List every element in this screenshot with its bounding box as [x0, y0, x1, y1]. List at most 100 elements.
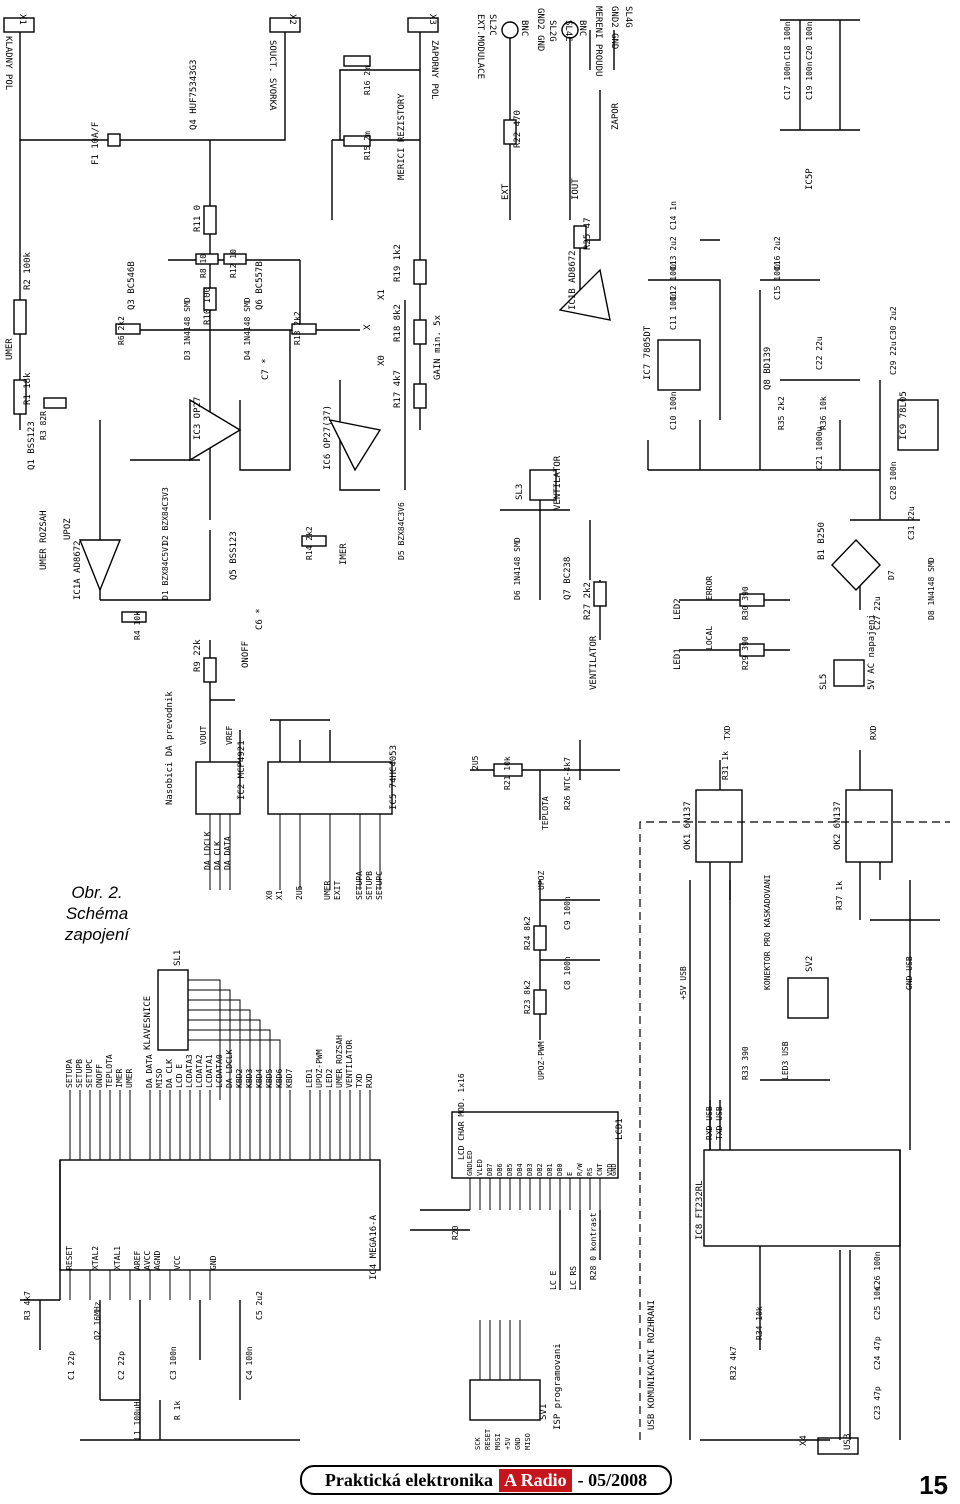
- mcu-net-27: VENTILATOR: [345, 1040, 354, 1088]
- r28-label: R28 0 kontrast: [589, 1212, 598, 1280]
- lcd-pin-8: DB2: [536, 1163, 544, 1176]
- mcu-net-29: RXD: [365, 1073, 374, 1088]
- mcu-pin-avcc: AVCC: [143, 1251, 152, 1270]
- x2-name: SOUCT. SVORKA: [267, 40, 277, 111]
- q5-label: Q5 BSS123: [229, 531, 239, 580]
- c28-label: C28 100n: [889, 461, 898, 500]
- keyboard-label: KLAVESNICE: [143, 996, 153, 1050]
- mcu-net-3: SETUPC: [85, 1059, 94, 1088]
- dac-mux: Nasobici DA prevodnik IC2 MCP4921 VOUT V…: [165, 691, 399, 900]
- lcd-pin-7: DB3: [526, 1163, 534, 1176]
- c29-label: C29 22u: [889, 341, 898, 375]
- mcu-net-labels: SETUPA SETUPB SETUPC ONOFF TEPLOTA IMER …: [65, 1035, 374, 1088]
- c17-label: C17 100n: [783, 61, 792, 100]
- mcu-net-15: LCDATA0: [215, 1054, 224, 1088]
- umer-label: UMER: [5, 338, 15, 360]
- mcu-net-10: DA CLK: [165, 1059, 174, 1088]
- d4-label: D4 1N4148 SMD: [243, 297, 252, 360]
- upoz-pwm-label: UPOZ-PWM: [537, 1041, 546, 1080]
- c6-label: C6 *: [255, 608, 265, 630]
- led3-label: LED3 USB: [781, 1041, 790, 1080]
- lcd-pin-10: DB0: [556, 1163, 564, 1176]
- c30-label: C30 2u2: [889, 306, 898, 340]
- c5-label: C5 2u2: [255, 1291, 264, 1320]
- lcd-pin-14: CNT: [596, 1163, 604, 1176]
- x1-net-label: X1: [377, 289, 387, 300]
- dac-pin-1: DA LDCLK: [203, 831, 212, 870]
- usb-net-1: +5V USB: [679, 966, 688, 1000]
- d6-label: D6 1N4148 SMD: [513, 537, 522, 600]
- lcd-pin-2: VLED: [476, 1159, 484, 1176]
- isp-pin-6: MISO: [524, 1433, 532, 1450]
- x3-label: X3: [427, 14, 437, 25]
- r11-label: R11 0: [193, 205, 203, 232]
- r32-label: R32 4k7: [729, 1346, 738, 1380]
- c21-label: C21 1000u: [815, 426, 824, 470]
- c2-label: C2 22p: [117, 1351, 126, 1380]
- lcd-pin-4: DB6: [496, 1163, 504, 1176]
- r26-label: R26 NTC-4k7: [563, 757, 572, 810]
- mcu-pin-xtal1: XTAL1: [113, 1246, 122, 1270]
- figure-caption: Obr. 2. Schéma zapojení: [42, 882, 152, 945]
- filter-section: R24 8k2 R23 8k2 C9 100n C8 100n UPOZ UPO…: [523, 871, 600, 1080]
- lcd-pin-16: GND: [610, 1163, 618, 1176]
- r23-label: R23 8k2: [523, 980, 532, 1014]
- lcd-pin-15: VDD: [606, 1163, 614, 1176]
- lcd-pin-6: DB4: [516, 1163, 524, 1176]
- f1-label: F1 10A/F: [91, 122, 101, 165]
- teplota-label: TEPLOTA: [541, 796, 550, 830]
- lcd-rs-label: LC RS: [569, 1266, 578, 1290]
- c7-label: C7 *: [261, 358, 271, 380]
- kaskad-label: KONEKTOR PRO KASKADOVANI: [763, 874, 772, 990]
- c1-label: C1 22p: [67, 1351, 76, 1380]
- mcu-net-25: LED2: [325, 1069, 334, 1088]
- r8-label: R8 10: [199, 254, 208, 278]
- ic5p-label: IC5P: [805, 168, 815, 190]
- page-footer: Praktická elektronika A Radio - 05/2008: [300, 1465, 672, 1495]
- mcu-section: IC4 MEGA16-A RESET XTAL2 XTAL1 AREF AVCC…: [20, 1035, 381, 1441]
- b1-label: B1 B250: [817, 522, 827, 560]
- mcu-net-22: KBD7: [285, 1069, 294, 1088]
- bnc-meas-bnc: BNC: [577, 20, 587, 36]
- r12-label: R12 10: [229, 249, 238, 278]
- mcu-net-4: ONOFF: [95, 1064, 104, 1088]
- usb-section: IC8 FT232RL USB KOMUNIKACNI ROZHRANI X4 …: [639, 821, 950, 1455]
- ic6-label: IC6 OP27(37): [323, 405, 333, 470]
- r3-label: R3 82R: [39, 411, 48, 440]
- mcu-net-14: LCDATA1: [205, 1054, 214, 1088]
- c11-label: C11 100n: [669, 291, 678, 330]
- usb-iface-label: USB KOMUNIKACNI ROZHRANI: [647, 1300, 657, 1430]
- dac-pin-2: DA CLK: [213, 841, 222, 870]
- c14-label: C14 1n: [669, 201, 678, 230]
- upoz-top-label: UPOZ: [63, 518, 73, 540]
- top-connectors: X1 KLADNY POL X2 SOUCT. SVORKA X3 ZAPORN…: [3, 6, 633, 111]
- r1k-label: R 1k: [173, 1401, 182, 1420]
- mcu-net-9: MISO: [155, 1069, 164, 1088]
- d3-label: D3 1N4148 SMD: [183, 297, 192, 360]
- ac-label: 5V AC napajeni: [867, 614, 877, 690]
- dac-pin-3: DA DATA: [223, 836, 232, 870]
- schematic-diagram: X1 KLADNY POL X2 SOUCT. SVORKA X3 ZAPORN…: [3, 6, 950, 1455]
- mux-in-7: SETUPB: [365, 871, 374, 900]
- x2-label: X2: [287, 14, 297, 25]
- led-section: LED2 LED1 R30 390 R29 390 ERROR LOCAL: [673, 576, 790, 670]
- q3-label: Q3 BC546B: [127, 261, 137, 310]
- upoz-filter-label: UPOZ: [537, 871, 546, 890]
- ic9-label: IC9 78L05: [899, 391, 909, 440]
- r20-label: R20: [451, 1225, 460, 1240]
- mcu-net-28: TXD: [355, 1073, 364, 1088]
- fan-section: SL3 VENTILATOR Q7 BC238 D6 1N4148 SMD R2…: [500, 455, 607, 690]
- r29-label: R29 390: [741, 636, 750, 670]
- isp-section: SV1 ISP programovani SCK RESET MOSI +5V …: [469, 1320, 563, 1450]
- r9-label: R9 22k: [193, 639, 203, 672]
- lcd-pin-13: RS: [586, 1168, 594, 1176]
- c23-label: C23 47p: [873, 1386, 882, 1420]
- q8-label: Q8 BD139: [763, 347, 773, 390]
- ic1b-label: IC1B AD8672: [568, 250, 578, 310]
- x1-label: X1: [17, 14, 27, 25]
- led1-label: LED1: [673, 648, 683, 670]
- mcu-net-21: KBD6: [275, 1069, 284, 1088]
- footer-magazine: Praktická elektronika: [324, 1469, 494, 1490]
- d7-label: D7: [887, 570, 896, 580]
- c24-label: C24 47p: [873, 1336, 882, 1370]
